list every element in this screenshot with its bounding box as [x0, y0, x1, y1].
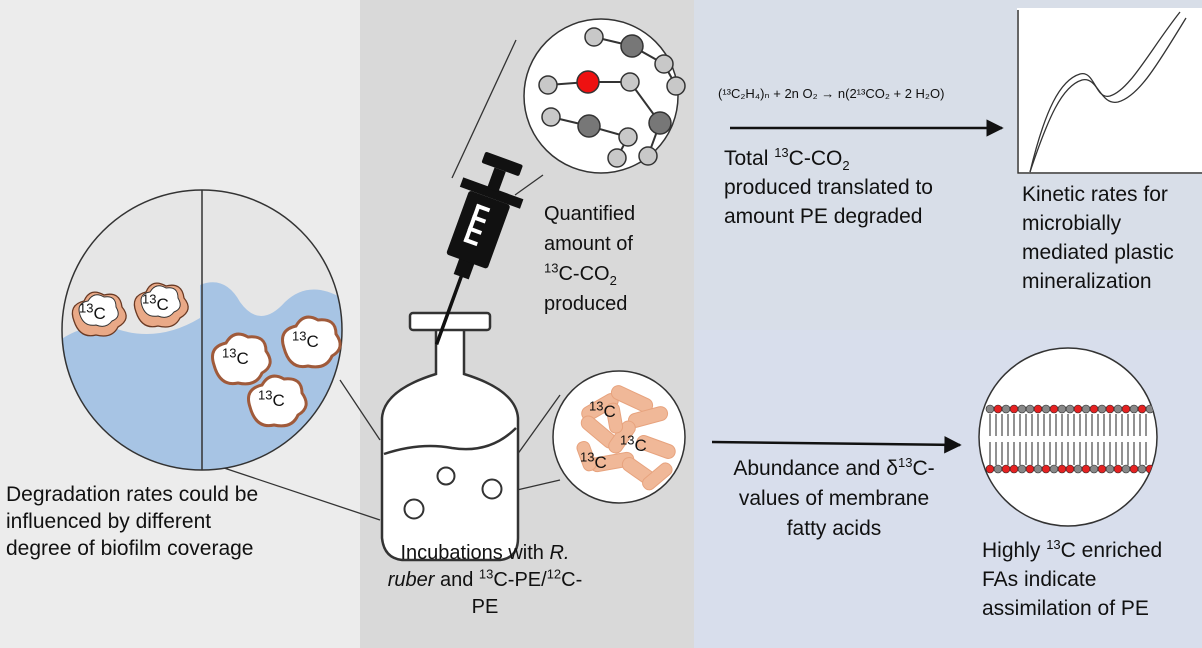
bacteria-circle	[552, 370, 686, 504]
free-cell-2	[281, 315, 342, 369]
biofilm-cell-2	[133, 282, 189, 328]
c13-label: 13C	[142, 291, 169, 314]
biofilm-cell-1	[71, 291, 127, 337]
incubation-flask-icon	[380, 311, 520, 562]
labelled-carbon-atom	[576, 70, 600, 94]
c13-label: 13C	[79, 300, 106, 323]
enriched-fa-caption: Highly 13C enriched FAs indicate assimil…	[982, 537, 1163, 620]
free-cell-3	[247, 374, 308, 428]
c13-label: 13C	[222, 345, 249, 368]
c13-label: 13C	[620, 432, 647, 455]
connector-line	[339, 379, 381, 441]
c13-label: 13C	[258, 387, 285, 410]
combustion-equation: (¹³C₂H₄)ₙ + 2n O₂ → n(2¹³CO₂ + 2 H₂O)	[718, 86, 945, 101]
connector-line	[516, 394, 561, 456]
quantified-caption: Quantified amount of 13C-CO2 produced	[544, 203, 636, 315]
c13-label: 13C	[292, 328, 319, 351]
abundance-caption: Abundance and δ13C- values of membrane f…	[733, 455, 935, 540]
c13-label: 13C	[580, 449, 607, 472]
free-cell-1	[211, 332, 272, 386]
degradation-caption: Degradation rates could be influenced by…	[6, 483, 259, 560]
arrow-to-fatty-acids	[711, 436, 962, 454]
polymer-molecule-circle	[523, 18, 686, 174]
connector-line	[516, 479, 561, 491]
connector-line	[451, 39, 517, 179]
total-co2-caption: Total 13C-CO2 produced translated to amo…	[724, 145, 933, 228]
kinetic-rates-caption: Kinetic rates for microbially mediated p…	[1022, 183, 1174, 293]
syringe-icon	[434, 152, 524, 345]
left-circle-outline	[61, 189, 343, 471]
connector-line	[514, 174, 544, 196]
kinetic-curve-plot	[1017, 8, 1202, 174]
c13-label: 13C	[589, 398, 616, 421]
incubation-caption: Incubations with R. ruber and 13C-PE/12C…	[387, 542, 583, 618]
lipid-bilayer-circle	[978, 347, 1158, 527]
